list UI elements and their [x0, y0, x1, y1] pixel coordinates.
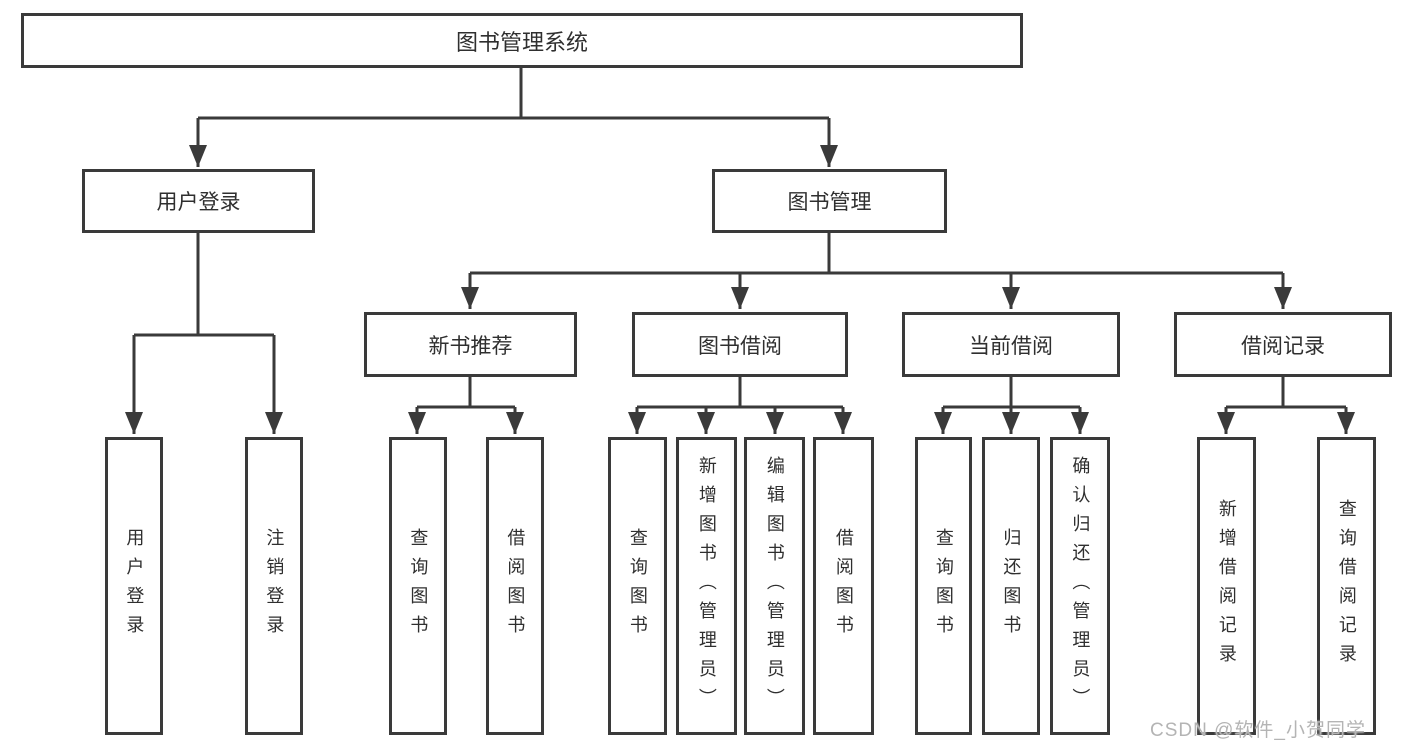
leaf-confirm-return-admin: 确认归还（管理员）	[1050, 437, 1110, 735]
node-label: 用户登录	[156, 191, 241, 214]
leaf-query-books-borrow: 查询图书	[608, 437, 667, 735]
node-new-book-recommend: 新书推荐	[364, 312, 577, 377]
leaf-query-books-recommend: 查询图书	[389, 437, 447, 735]
leaf-label: 用户登录	[124, 528, 145, 644]
leaf-label: 查询图书	[627, 528, 648, 644]
node-label: 图书借阅	[698, 334, 782, 358]
leaf-query-books-current: 查询图书	[915, 437, 972, 735]
node-book-management: 图书管理	[712, 169, 947, 233]
node-current-borrowing: 当前借阅	[902, 312, 1120, 377]
leaf-label: 编辑图书（管理员）	[764, 455, 785, 717]
node-book-borrowing: 图书借阅	[632, 312, 848, 377]
leaf-label: 借阅图书	[505, 528, 526, 644]
node-label: 借阅记录	[1241, 334, 1325, 358]
leaf-logout: 注销登录	[245, 437, 303, 735]
node-label: 图书管理系统	[455, 29, 588, 55]
leaf-label: 借阅图书	[833, 528, 854, 644]
leaf-add-borrow-record: 新增借阅记录	[1197, 437, 1256, 735]
node-label: 新书推荐	[428, 334, 513, 358]
leaf-label: 归还图书	[1001, 528, 1022, 644]
leaf-label: 查询图书	[933, 528, 954, 644]
node-label: 当前借阅	[969, 334, 1053, 358]
leaf-user-login: 用户登录	[105, 437, 163, 735]
node-user-login: 用户登录	[82, 169, 315, 233]
leaf-borrow-books-recommend: 借阅图书	[486, 437, 544, 735]
leaf-label: 确认归还（管理员）	[1070, 455, 1091, 717]
node-label: 图书管理	[787, 191, 872, 214]
leaf-return-books: 归还图书	[982, 437, 1040, 735]
leaf-add-books-admin: 新增图书（管理员）	[676, 437, 737, 735]
leaf-query-borrow-record: 查询借阅记录	[1317, 437, 1376, 735]
node-library-management-system: 图书管理系统	[21, 13, 1023, 68]
leaf-label: 查询图书	[408, 528, 429, 644]
watermark: CSDN @软件_小贺同学	[1150, 720, 1366, 741]
leaf-label: 注销登录	[264, 528, 285, 644]
node-borrow-records: 借阅记录	[1174, 312, 1392, 377]
leaf-edit-books-admin: 编辑图书（管理员）	[744, 437, 805, 735]
leaf-label: 新增图书（管理员）	[696, 455, 717, 717]
leaf-borrow-books: 借阅图书	[813, 437, 874, 735]
leaf-label: 查询借阅记录	[1336, 499, 1357, 673]
leaf-label: 新增借阅记录	[1216, 499, 1237, 673]
